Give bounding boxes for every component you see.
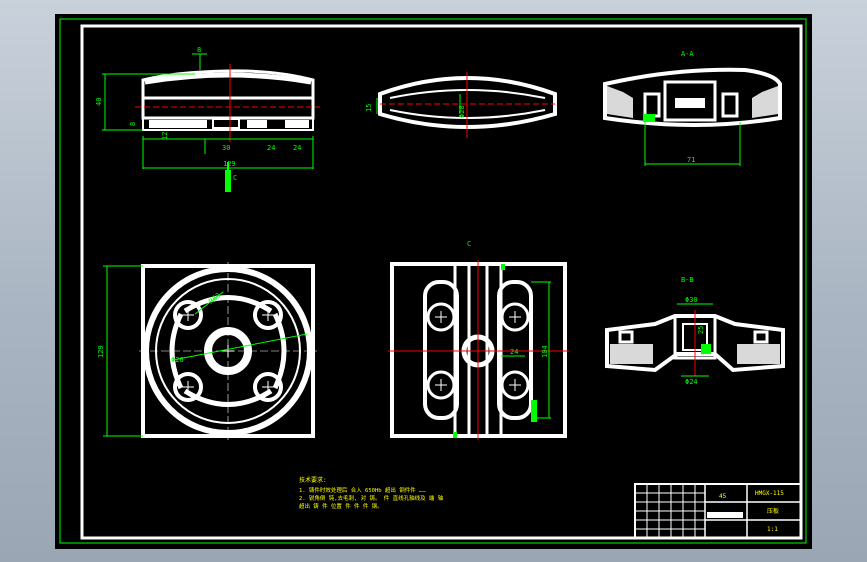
plan-view: R60 Φ26 129 [97, 262, 317, 440]
material-text: 45 [719, 493, 727, 500]
technical-notes: 技术要求: 1. 铸件时效处理后 合入 650Hb 超出 钢件件 …… 2. 锐… [299, 476, 444, 510]
view-c: C 104 24 [388, 240, 569, 440]
bb-24-label: Φ24 [685, 378, 698, 386]
notes-line-2: 2. 锐角倒 钝,去毛刺, 对 铸。 件 直线孔轴线及 端 轴 [299, 494, 444, 502]
plan-dia-label: Φ26 [171, 356, 184, 364]
notes-line-3: 超出 铸 件 位置 件 件 件 钢。 [299, 502, 383, 510]
front-height-label: 40 [95, 98, 103, 106]
bb-25-label: 25 [697, 326, 705, 334]
notes-line-1: 1. 铸件时效处理后 合入 650Hb 超出 钢件件 …… [299, 486, 426, 494]
front-top-label: 8 [197, 46, 201, 54]
front-width-label: 129 [223, 160, 236, 168]
view-c-label: C [467, 240, 471, 248]
arrow-c-label: C [233, 174, 237, 182]
front-view: 40 8 8 30 24 24 12 129 C [95, 46, 320, 192]
front-24a-label: 24 [267, 144, 275, 152]
front-30-label: 30 [222, 144, 230, 152]
side-dia-label: Φ28 [458, 105, 466, 118]
title-block: 45 HMGX-115 压板 1:1 [634, 483, 802, 539]
side-view: 15 Φ28 [365, 72, 557, 138]
section-b-b: B-B Φ30 Φ24 25 [605, 276, 785, 386]
aa-71-label: 71 [687, 156, 695, 164]
plan-r-label: R60 [207, 291, 222, 305]
part-name: 压板 [767, 507, 779, 515]
inner-frame [80, 24, 803, 540]
front-12-label: 12 [161, 132, 169, 140]
c-24-label: 24 [510, 348, 518, 356]
cad-drawing: 40 8 8 30 24 24 12 129 C 15 Φ28 A-A 71 [59, 18, 807, 544]
section-a-label: A-A [681, 50, 694, 58]
outer-frame [59, 18, 807, 544]
front-24b-label: 24 [293, 144, 301, 152]
side-15-label: 15 [365, 104, 373, 112]
section-a-a: A-A 71 [603, 50, 782, 166]
cad-viewport[interactable]: 40 8 8 30 24 24 12 129 C 15 Φ28 A-A 71 [55, 14, 812, 549]
c-104-label: 104 [541, 345, 549, 358]
front-left-small-label: 8 [129, 122, 137, 126]
section-b-label: B-B [681, 276, 694, 284]
bb-30-label: Φ30 [685, 296, 698, 304]
plan-width-label: 129 [97, 345, 105, 358]
drawing-number: HMGX-115 [755, 490, 784, 497]
notes-title: 技术要求: [299, 476, 327, 484]
scale-text: 1:1 [767, 526, 778, 533]
